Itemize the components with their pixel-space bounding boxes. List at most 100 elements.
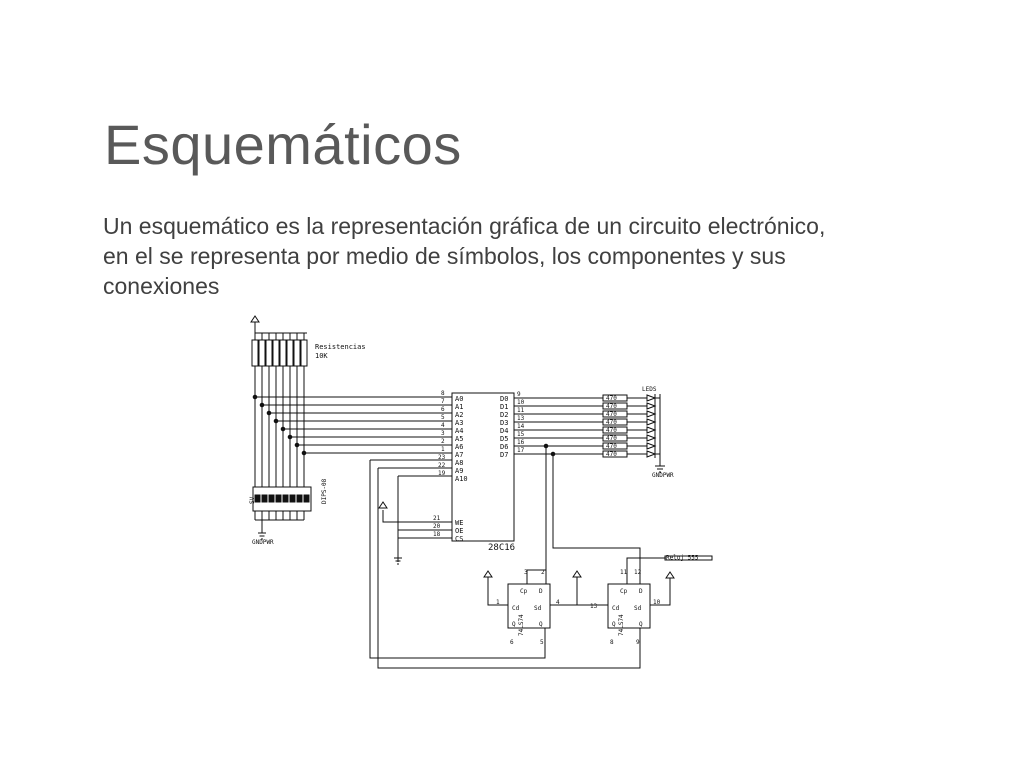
pin-label: D1 xyxy=(500,403,508,411)
pin-number: 6 xyxy=(510,639,514,646)
pin-number: 22 xyxy=(438,462,446,469)
pin-label: Q xyxy=(539,621,543,628)
pin-number: 9 xyxy=(517,391,521,398)
pin-label: Cd xyxy=(612,605,620,612)
resistor-value: 470 xyxy=(606,411,617,418)
ic-label: 74LS74 xyxy=(518,614,525,636)
pin-number: 15 xyxy=(517,431,525,438)
pin-label: Q xyxy=(612,621,616,628)
resistor-value: 470 xyxy=(606,427,617,434)
pin-number: 5 xyxy=(441,414,445,421)
pin-number: 11 xyxy=(517,407,525,414)
pin-label: D2 xyxy=(500,411,508,419)
pin-label: A1 xyxy=(455,403,463,411)
pin-number: 6 xyxy=(441,406,445,413)
pin-label: D xyxy=(539,588,543,595)
pin-number: 18 xyxy=(433,531,441,538)
pin-label: A6 xyxy=(455,443,463,451)
pin-number: 17 xyxy=(517,447,525,454)
pin-number: 14 xyxy=(517,423,525,430)
pin-label: D5 xyxy=(500,435,508,443)
pin-label: CS xyxy=(455,535,463,543)
pin-label: D6 xyxy=(500,443,508,451)
resistor-value: 470 xyxy=(606,419,617,426)
pin-number: 2 xyxy=(441,438,445,445)
pin-number: 10 xyxy=(653,599,661,606)
pin-number: 13 xyxy=(590,603,598,610)
pin-label: A3 xyxy=(455,419,463,427)
flip-flop-right: Cd Sd Cp D Q Q 74LS74 13 12 11 10 9 8 xyxy=(590,569,661,646)
pin-number: 16 xyxy=(517,439,525,446)
pin-label: A9 xyxy=(455,467,463,475)
pin-label: D3 xyxy=(500,419,508,427)
pin-label: A10 xyxy=(455,475,468,483)
pin-label: OE xyxy=(455,527,463,535)
pin-number: 8 xyxy=(441,390,445,397)
pin-label: D4 xyxy=(500,427,508,435)
resistor-value: 470 xyxy=(606,403,617,410)
pin-label: Sd xyxy=(534,605,542,612)
resistor-array-value: 10K xyxy=(315,352,328,360)
pin-label: Cd xyxy=(512,605,520,612)
pin-number: 20 xyxy=(433,523,441,530)
gnd-label: GNDPWR xyxy=(652,472,674,479)
pin-label: A5 xyxy=(455,435,463,443)
resistor-value: 470 xyxy=(606,395,617,402)
flip-flop-wiring: Reloj 555 xyxy=(369,446,713,669)
address-bus: 8 7 6 5 4 3 2 1 23 22 19 xyxy=(252,390,452,477)
ic-label: 74LS74 xyxy=(618,614,625,636)
pin-label: WE xyxy=(455,519,463,527)
eeprom-chip: A0 A1 A2 A3 A4 A5 A6 A7 A8 A9 A10 WE OE … xyxy=(451,392,515,553)
pin-number: 5 xyxy=(540,639,544,646)
pin-number: 1 xyxy=(496,599,500,606)
body-line: conexiones xyxy=(103,273,220,299)
pin-label: Q xyxy=(512,621,516,628)
pin-number: 3 xyxy=(441,430,445,437)
pin-number: 12 xyxy=(634,569,642,576)
pin-number: 7 xyxy=(441,398,445,405)
pin-label: Sd xyxy=(634,605,642,612)
pin-number: 8 xyxy=(610,639,614,646)
pin-number: 11 xyxy=(620,569,628,576)
slide-body-text: Un esquemático es la representación gráf… xyxy=(103,211,963,301)
pin-label: Cp xyxy=(520,588,528,595)
pin-number: 4 xyxy=(441,422,445,429)
gnd-label: GNDPWR xyxy=(252,539,274,546)
pin-number: 4 xyxy=(556,599,560,606)
led-array: 470 470 470 470 470 470 470 470 LEDS GND… xyxy=(602,386,674,479)
pin-label: D xyxy=(639,588,643,595)
data-bus: 9 10 11 13 14 15 16 17 xyxy=(514,391,603,457)
body-line: Un esquemático es la representación gráf… xyxy=(103,213,826,239)
pin-number: 9 xyxy=(636,639,640,646)
dip-switch-label: DIPS-08 xyxy=(321,478,328,504)
pin-number: 2 xyxy=(541,569,545,576)
resistor-value: 470 xyxy=(606,443,617,450)
pin-number: 3 xyxy=(524,569,528,576)
pin-number: 10 xyxy=(517,399,525,406)
pin-label: A2 xyxy=(455,411,463,419)
pin-label: Q xyxy=(639,621,643,628)
pin-label: A7 xyxy=(455,451,463,459)
clock-label: Reloj 555 xyxy=(666,555,699,562)
pin-number: 19 xyxy=(438,470,446,477)
pin-number: 1 xyxy=(441,446,445,453)
sv-label: SV xyxy=(249,496,256,504)
pin-label: A4 xyxy=(455,427,463,435)
control-lines: 21 20 18 xyxy=(378,476,452,565)
pin-label: Cp xyxy=(620,588,628,595)
resistor-array-label: Resistencias xyxy=(315,343,366,351)
dip-switch: SV DIPS-08 GNDPWR xyxy=(249,478,328,546)
pin-number: 21 xyxy=(433,515,441,522)
pin-label: A0 xyxy=(455,395,463,403)
resistor-array: Resistencias 10K xyxy=(250,315,366,487)
resistor-value: 470 xyxy=(606,435,617,442)
pin-label: A8 xyxy=(455,459,463,467)
resistor-value: 470 xyxy=(606,451,617,458)
body-line: en el se representa por medio de símbolo… xyxy=(103,243,786,269)
pin-number: 13 xyxy=(517,415,525,422)
pin-label: D7 xyxy=(500,451,508,459)
eeprom-label: 28C16 xyxy=(488,543,515,553)
pin-label: D0 xyxy=(500,395,508,403)
flip-flop-left: Cd Sd Cp D Q Q 74LS74 1 2 3 4 5 6 xyxy=(496,569,560,646)
